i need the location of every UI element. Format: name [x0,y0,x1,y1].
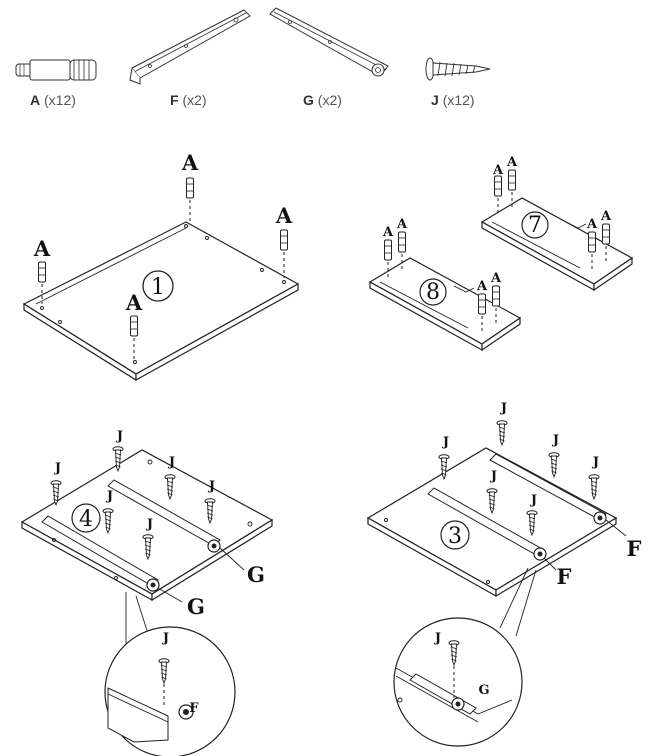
screw-label: J [592,455,599,470]
drawer-rail-icon [129,9,251,85]
dowel-icon: A [382,225,394,278]
detail-zoom-right: J G [393,567,537,747]
dowel-icon: A [275,203,293,278]
screw-icon: J [526,493,538,536]
screw-icon: J [164,455,176,500]
dowel-icon: A [600,209,612,264]
panel-3: 3 [366,447,618,598]
panel-number: 8 [426,280,440,305]
screw-label: J [530,493,537,508]
rail-label-f: F [189,701,199,716]
dowel-label: A [476,279,488,294]
screw-label: J [442,435,449,450]
dowel-label: A [382,225,394,240]
screw-icon: J [112,429,124,472]
dowel-icon [15,59,97,81]
part-caption-j: J (x12) [431,92,475,108]
screw-label: J [146,517,153,532]
part-caption-g: G (x2) [303,92,342,108]
screw-label: J [54,461,61,476]
dowel-icon: A [476,279,488,332]
dowel-label: A [33,236,51,261]
part-letter: J [431,92,439,108]
dowel-icon: A [506,155,518,210]
dowel-label: A [492,163,504,178]
screw-icon: J [438,435,450,480]
screw-label: J [106,489,113,504]
screw-icon: J [204,479,216,524]
panel-number: 3 [448,524,462,549]
dowel-label: A [181,150,199,175]
part-letter: F [170,92,179,108]
dowel-icon: A [181,150,199,222]
screw-label: J [434,631,441,646]
panel-7: 7 [480,197,634,292]
screw-icon: J [588,455,600,500]
dowel-icon: A [396,217,408,272]
screw-label: J [500,401,507,416]
panel-number: 7 [528,213,542,238]
screw-icon: J [102,489,114,534]
screw-icon [425,57,491,81]
rail-label-g: G [187,594,205,619]
part-qty: (x12) [442,92,475,108]
screw-label: J [208,479,215,494]
dowel-label: A [490,271,502,286]
dowel-label: A [506,155,518,170]
part-qty: (x2) [182,92,207,108]
screw-icon: J [486,469,498,514]
screw-icon: J [142,517,154,560]
dowel-label: A [125,290,143,315]
screw-icon: J [548,433,560,478]
screw-label: J [552,433,559,448]
screw-label: J [490,469,497,484]
rail-label-g: G [247,562,265,587]
rail-label-g: G [478,683,489,698]
detail-zoom-left: J F [104,592,236,756]
screw-label: J [162,631,169,646]
dowel-icon: A [33,236,51,304]
dowel-label: A [586,217,598,232]
dowel-label: A [600,209,612,224]
rail-label-f: F [627,536,642,561]
screw-icon: J [496,401,508,446]
dowel-label: A [396,217,408,232]
panel-1: 1 [22,221,300,382]
panel-4: 4 [20,449,274,602]
drawer-rail-icon [269,7,389,77]
part-letter: A [30,92,41,108]
dowel-icon: A [586,217,598,270]
part-caption-a: A (x12) [30,92,76,108]
dowel-label: A [275,203,293,228]
dowel-icon: A [490,271,502,326]
panel-number: 4 [79,507,93,532]
screw-label: J [116,429,123,444]
part-letter: G [303,92,314,108]
part-caption-f: F (x2) [170,92,207,108]
panel-number: 1 [151,275,165,300]
rail-label-f: F [557,564,572,589]
dowel-icon: A [492,163,504,216]
screw-label: J [168,455,175,470]
part-qty: (x2) [317,92,342,108]
screw-icon: J [50,461,62,506]
dowel-icon: A [125,290,143,360]
part-qty: (x12) [44,92,76,108]
